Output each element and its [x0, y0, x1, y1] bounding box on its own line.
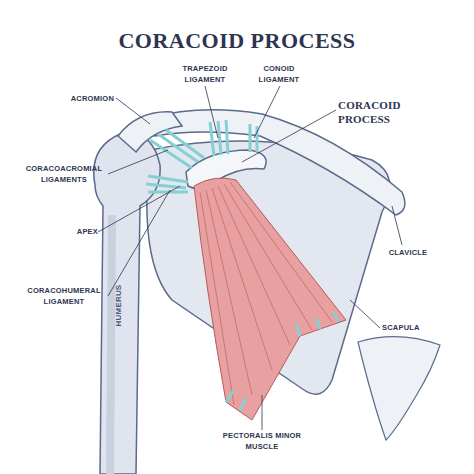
muscle-striations — [200, 182, 332, 405]
bone-label: HUMERUS — [113, 276, 124, 336]
ligaments — [146, 120, 257, 192]
part-label: PECTORALIS MINOR MUSCLE — [222, 430, 302, 452]
part-label: CORACOID PROCESS — [338, 98, 418, 126]
part-label: CORACOHUMERAL LIGAMENT — [20, 285, 108, 307]
scapula-icon — [358, 337, 440, 440]
pectoralis-minor-muscle — [194, 178, 346, 420]
muscle-tendons — [226, 312, 338, 410]
part-label: APEX — [58, 226, 98, 237]
part-label: CONOID LIGAMENT — [248, 63, 310, 85]
part-label: SCAPULA — [382, 322, 442, 333]
part-label: TRAPEZOID LIGAMENT — [170, 63, 240, 85]
part-label: CLAVICLE — [378, 247, 438, 258]
part-label: ACROMION — [50, 93, 114, 104]
acromion-bone — [118, 112, 182, 152]
diagram-title: CORACOID PROCESS — [0, 28, 474, 54]
leader-lines — [98, 86, 402, 430]
clavicle-bone — [150, 110, 405, 215]
part-label: CORACOACROMIAL LIGAMENTS — [20, 163, 108, 185]
humerus-shade — [106, 215, 116, 474]
